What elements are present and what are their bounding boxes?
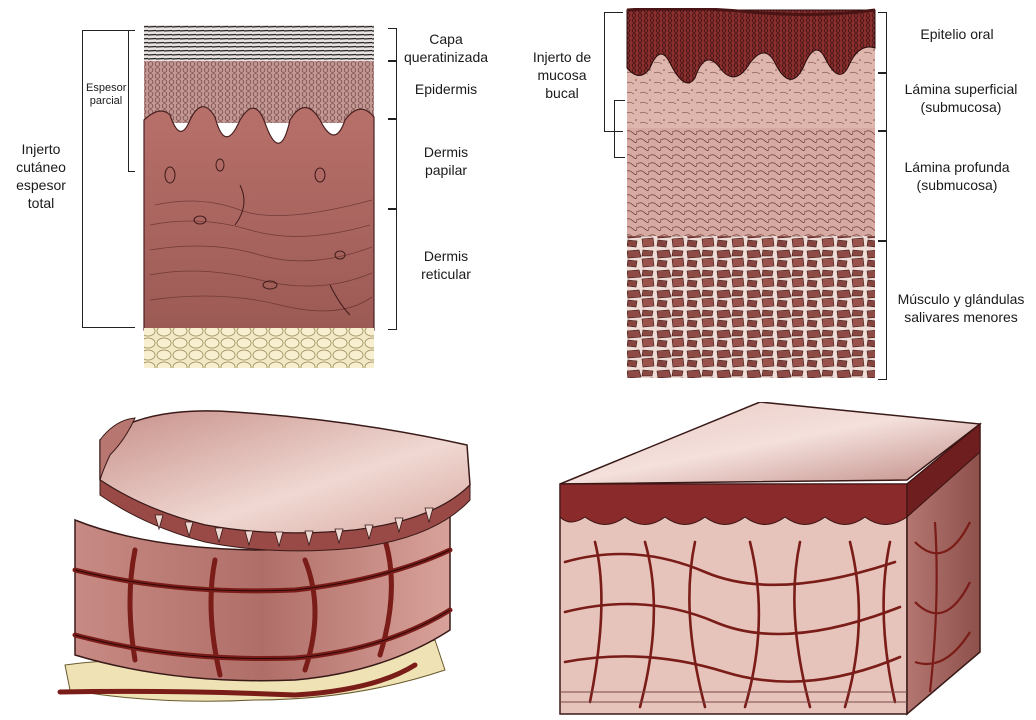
keratin-bracket (388, 28, 397, 62)
full-thickness-graft-label: Injerto cutáneo espesor total (4, 140, 78, 212)
oral-epithelium-label: Epitelio oral (892, 25, 1022, 43)
papillary-dermis-bracket (388, 118, 397, 210)
partial-thickness-bracket (128, 30, 135, 172)
oral-mucosa-graft-label: Injerto de mucosa bucal (524, 48, 600, 102)
skin-section-illustration (140, 25, 380, 370)
reticular-dermis-bracket (388, 208, 397, 330)
superficial-lamina-label: Lámina superficial (submucosa) (892, 80, 1030, 116)
partial-thickness-label: Espesor parcial (86, 82, 126, 108)
oral-epithelium-bracket (878, 12, 887, 74)
oral-mucosa-section-illustration (625, 8, 877, 380)
keratin-layer-label: Capa queratinizada (400, 30, 492, 66)
muscle-glands-label: Músculo y glándulas salivares menores (888, 290, 1034, 326)
superficial-lamina-bracket (878, 72, 887, 132)
mucosa-block-3d-illustration (555, 402, 985, 718)
muscle-glands-bracket (878, 240, 887, 380)
epidermis-label: Epidermis (400, 80, 492, 98)
deep-lamina-bracket (878, 130, 887, 242)
oral-graft-inner-bracket (614, 100, 625, 158)
deep-lamina-label: Lámina profunda (submucosa) (892, 158, 1022, 194)
reticular-dermis-label: Dermis reticular (400, 247, 492, 283)
epidermis-bracket (388, 60, 397, 120)
papillary-dermis-label: Dermis papilar (400, 143, 492, 179)
skin-graft-3d-illustration (55, 400, 480, 718)
